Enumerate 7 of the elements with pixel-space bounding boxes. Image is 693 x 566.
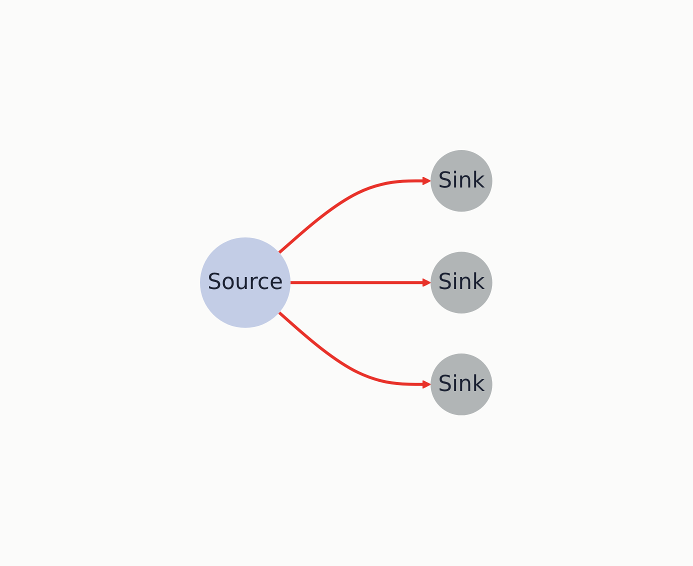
arrow: [278, 312, 432, 390]
node-circle: Sink: [430, 252, 493, 314]
node-circle: Source: [200, 238, 291, 328]
arrow: [290, 278, 432, 288]
node-circle: Sink: [430, 150, 493, 212]
arrow: [278, 176, 432, 254]
node-circle: Sink: [430, 354, 493, 416]
